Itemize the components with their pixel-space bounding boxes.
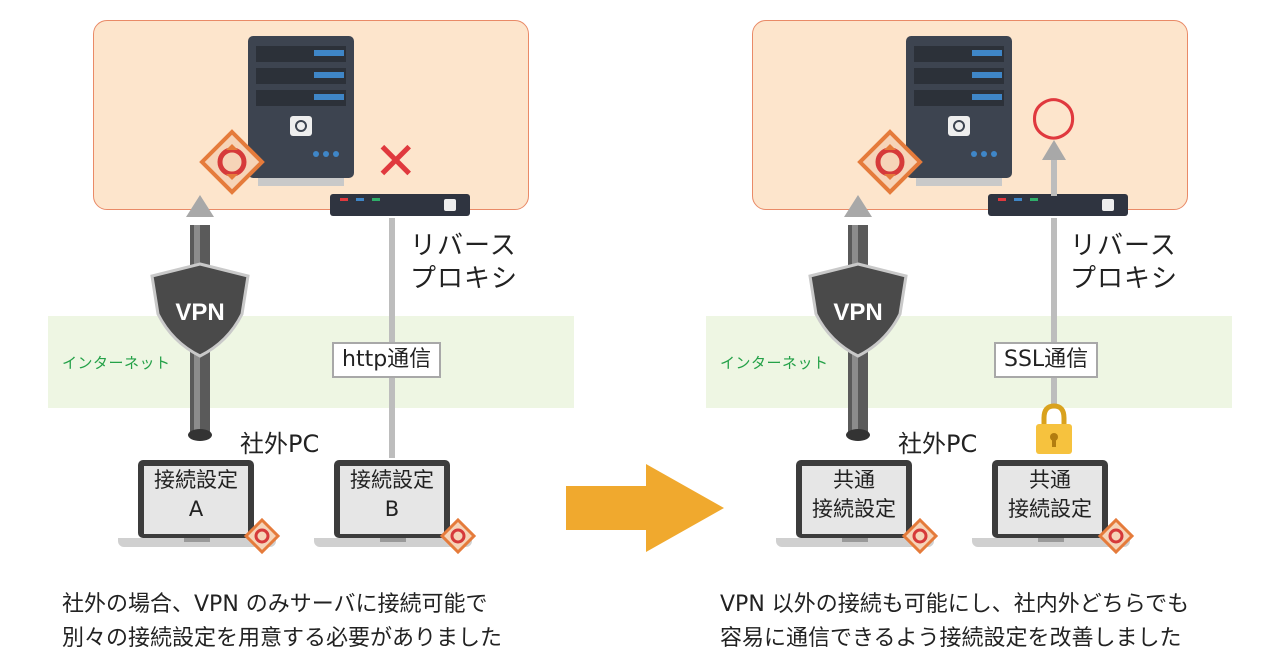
internet-label: インターネット: [62, 354, 171, 372]
right-caption: VPN 以外の接続も可能にし、社内外どちらでも 容易に通信できるよう接続設定を改…: [720, 592, 1190, 651]
internet-band: [706, 316, 1232, 408]
vpn-shield-icon: VPN: [150, 262, 250, 358]
laptop-b: 共通 接続設定: [972, 460, 1130, 552]
reverse-proxy-device: [330, 194, 470, 216]
app-diamond-icon: [199, 129, 265, 195]
connection-blocked-mark: ✕: [374, 132, 418, 192]
app-diamond-small-icon: [1097, 517, 1135, 555]
vpn-label: VPN: [833, 299, 882, 326]
ssl-connection-arrow: [1042, 140, 1066, 196]
transition-arrow-icon: [566, 464, 724, 552]
internet-label: インターネット: [720, 354, 829, 372]
laptop-b-text: 接続設定 B: [350, 468, 434, 521]
internet-band: [48, 316, 574, 408]
connection-allowed-mark: ○: [1030, 83, 1078, 146]
laptop-b: 接続設定 B: [314, 460, 472, 552]
laptop-b-text: 共通 接続設定: [1008, 468, 1092, 521]
vpn-label: VPN: [175, 299, 224, 326]
app-diamond-small-icon: [901, 517, 939, 555]
server-icon: [248, 36, 354, 186]
external-pc-label: 社外PC: [240, 430, 320, 458]
laptop-a-text: 共通 接続設定: [812, 468, 896, 521]
ssl-label: SSL通信: [994, 342, 1099, 378]
left-caption: 社外の場合、VPN のみサーバに接続可能で 別々の接続設定を用意する必要がありま…: [62, 592, 503, 651]
laptop-a-text: 接続設定 A: [154, 468, 238, 521]
vpn-shield-icon: VPN: [808, 262, 908, 358]
lock-icon: [1036, 403, 1072, 454]
external-pc-label: 社外PC: [898, 430, 978, 458]
app-diamond-small-icon: [439, 517, 477, 555]
http-label: http通信: [332, 342, 442, 378]
http-connection-line: [389, 218, 395, 458]
app-diamond-small-icon: [243, 517, 281, 555]
reverse-proxy-label: リバース プロキシ: [1070, 231, 1179, 294]
app-diamond-icon: [857, 129, 923, 195]
laptop-a: 共通 接続設定: [776, 460, 934, 552]
server-icon: [906, 36, 1012, 186]
ssl-connection-line: [1051, 218, 1057, 408]
reverse-proxy-device: [988, 194, 1128, 216]
laptop-a: 接続設定 A: [118, 460, 276, 552]
reverse-proxy-label: リバース プロキシ: [410, 231, 519, 294]
